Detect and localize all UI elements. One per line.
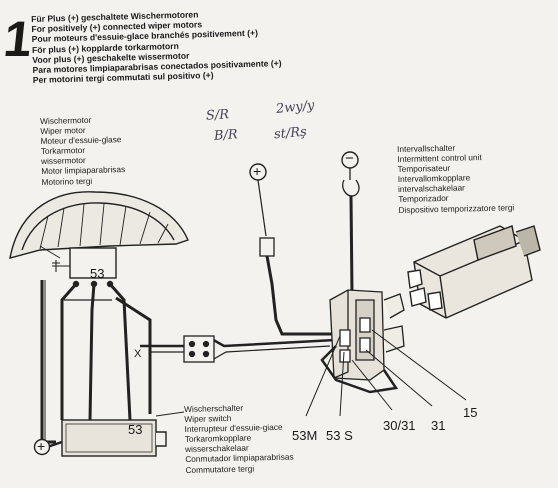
wiper-switch-labels: Wischerschalter Wiper switch Interrupteu…	[184, 402, 294, 475]
switch-plus-symbol	[33, 438, 51, 456]
inline-connector	[183, 335, 215, 363]
wiper-motor-label-es: Motor limpiaparabrisas	[41, 164, 126, 177]
terminal-switch-53: 53	[128, 422, 143, 437]
ground-plus-icon: +	[37, 438, 46, 454]
plus-icon: +	[253, 163, 262, 179]
interval-unit-drawing	[407, 225, 541, 319]
plus-supply	[249, 163, 340, 336]
terminal-53m: 53M	[292, 428, 318, 443]
wiper-switch-drawing	[42, 419, 167, 457]
handwritten-note-2a: B/R	[213, 127, 239, 144]
terminal-15: 15	[463, 405, 478, 420]
interval-unit-labels: Intervallschalter Intermittent control u…	[397, 141, 514, 215]
relay-socket-drawing	[329, 289, 405, 381]
terminal-x: X	[134, 348, 142, 360]
wiper-motor-drawing	[9, 191, 189, 288]
minus-supply	[341, 151, 360, 295]
wiper-motor-label-it: Motorino tergi	[41, 175, 93, 187]
handwritten-note-1a: S/R	[205, 107, 230, 124]
terminal-leader-lines	[39, 245, 467, 417]
handwritten-note-2b: st/Rş	[273, 124, 308, 143]
terminal-53s: 53 S	[326, 428, 353, 443]
minus-icon: −	[345, 150, 354, 167]
terminal-motor-53: 53	[90, 266, 105, 281]
terminal-30-31: 30/31	[383, 418, 416, 433]
wiper-motor-labels: Wischermotor Wiper motor Moteur d'essuie…	[40, 114, 126, 187]
terminal-31: 31	[431, 418, 446, 433]
